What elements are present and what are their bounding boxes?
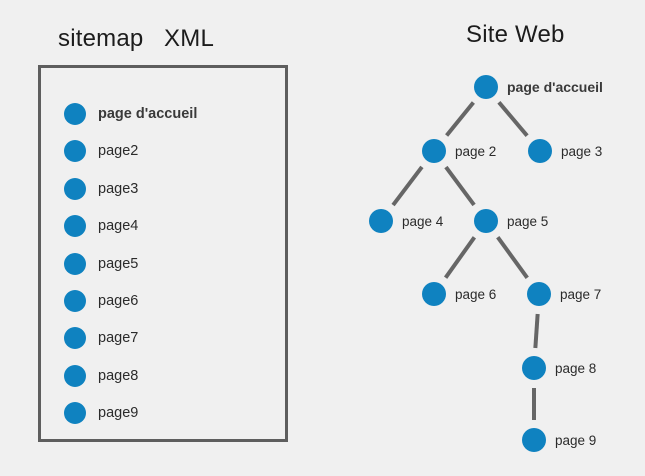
page-node-icon [474,75,498,99]
list-item-label: page5 [98,255,139,272]
page-node-icon [527,282,551,306]
tree-node-label: page d'accueil [507,79,603,95]
page-node-icon [422,139,446,163]
page-node-icon [64,290,86,312]
page-node-icon [522,356,546,380]
tree-node-p4[interactable]: page 4 [369,209,443,233]
tree-node-home[interactable]: page d'accueil [474,75,603,99]
page-node-icon [64,177,86,200]
tree-node-label: page 7 [560,286,602,302]
tree-node-p2[interactable]: page 2 [422,139,496,163]
list-item[interactable]: page9 [64,401,138,425]
list-item-label: page7 [98,330,139,347]
page-node-icon [64,103,86,125]
list-item[interactable]: page8 [64,364,138,388]
page-node-icon [64,140,86,163]
tree-edge [445,101,475,137]
tree-node-label: page 2 [455,143,497,159]
tree-edge [497,100,529,138]
tree-node-label: page 9 [555,432,597,448]
tree-edge [444,165,476,207]
sitemap-panel-title: sitemap XML [58,25,214,52]
list-item-label: page8 [98,367,139,384]
site-web-title: Site Web [466,21,565,48]
page-node-icon [522,428,546,452]
sitemap-panel [38,65,288,442]
tree-node-p5[interactable]: page 5 [474,209,548,233]
tree-node-p8[interactable]: page 8 [522,356,596,380]
list-item-label: page2 [98,143,139,160]
page-node-icon [64,364,86,387]
tree-node-label: page 6 [455,286,497,302]
page-node-icon [64,402,86,425]
list-item[interactable]: page7 [64,326,138,350]
list-item[interactable]: page2 [64,139,138,163]
page-node-icon [64,327,86,350]
tree-node-p9[interactable]: page 9 [522,428,596,452]
page-node-icon [474,209,498,233]
tree-node-label: page 3 [561,143,603,159]
list-item[interactable]: page4 [64,214,138,238]
page-node-icon [369,209,393,233]
list-item[interactable]: page d'accueil [64,102,197,126]
tree-node-p6[interactable]: page 6 [422,282,496,306]
tree-edge [391,165,424,207]
page-node-icon [528,139,552,163]
list-item-label: page3 [98,180,139,197]
tree-edge [443,236,477,279]
list-item-label: page4 [98,218,139,235]
tree-node-label: page 5 [507,213,549,229]
list-item-label: page9 [98,405,139,422]
list-item[interactable]: page3 [64,177,138,201]
list-item-label: page d'accueil [98,106,198,122]
page-node-icon [64,215,86,238]
tree-node-p7[interactable]: page 7 [527,282,601,306]
tree-node-label: page 4 [402,213,444,229]
list-item[interactable]: page5 [64,252,138,276]
tree-node-label: page 8 [555,360,597,376]
list-item-label: page6 [98,293,139,309]
tree-node-p3[interactable]: page 3 [528,139,602,163]
page-node-icon [422,282,446,306]
page-node-icon [64,252,86,275]
tree-edge [496,236,529,279]
list-item[interactable]: page6 [64,289,138,313]
tree-edge [533,313,540,349]
